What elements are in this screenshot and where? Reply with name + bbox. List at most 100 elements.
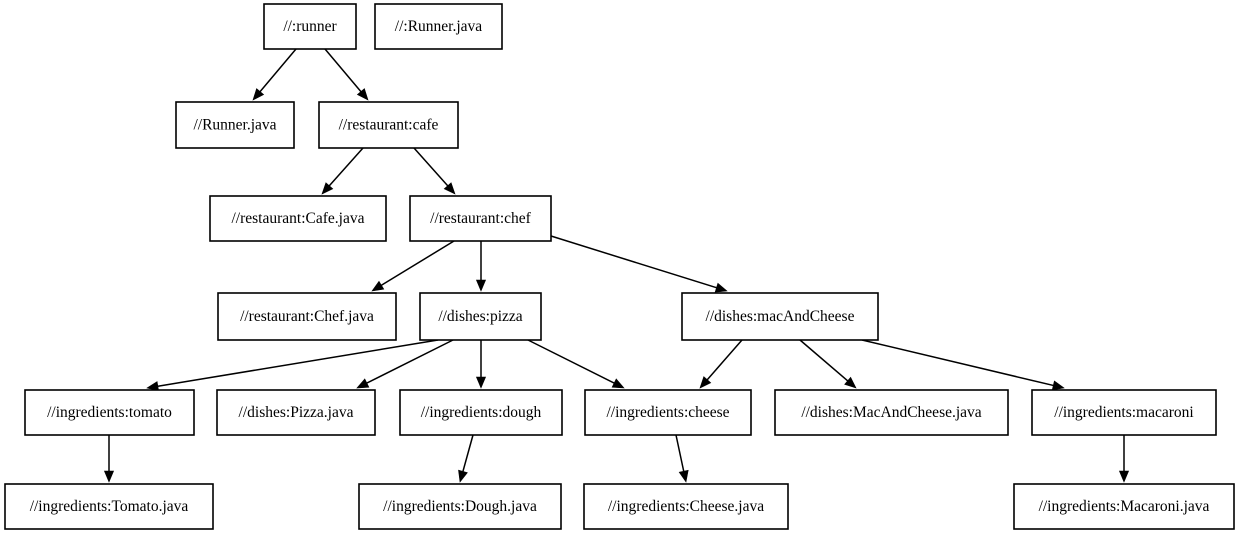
- node-box[interactable]: [774, 389, 1009, 436]
- edge-line: [799, 339, 849, 382]
- arrowhead-icon: [475, 376, 487, 389]
- graph-node-runner_java_root[interactable]: //:Runner.java: [374, 3, 503, 50]
- edge-runner-to-runner_java: [252, 48, 297, 101]
- arrowhead-icon: [844, 376, 857, 389]
- edge-dishes_pizza-to-ing_dough: [475, 340, 487, 389]
- graph-node-restaurant_cafe[interactable]: //restaurant:cafe: [318, 101, 459, 149]
- node-label: //ingredients:Tomato.java: [30, 498, 189, 515]
- node-label: //ingredients:cheese: [606, 404, 729, 421]
- edge-dishes_mac-to-mac_java: [799, 339, 857, 389]
- node-box[interactable]: [419, 292, 542, 341]
- edge-ing_dough-to-dough_java: [458, 434, 474, 483]
- edge-runner-to-restaurant_cafe: [324, 48, 369, 101]
- graph-node-macaroni_java[interactable]: //ingredients:Macaroni.java: [1013, 483, 1235, 530]
- edge-dishes_pizza-to-ing_cheese: [527, 339, 625, 389]
- graph-node-dough_java[interactable]: //ingredients:Dough.java: [358, 483, 562, 530]
- node-label: //:runner: [283, 18, 337, 35]
- node-label: //restaurant:chef: [430, 210, 532, 227]
- edge-dishes_pizza-to-ing_tomato: [146, 339, 439, 392]
- edge-line: [328, 147, 364, 187]
- edge-restaurant_cafe-to-restaurant_chef: [413, 147, 456, 195]
- graph-node-runner_java[interactable]: //Runner.java: [175, 101, 295, 149]
- edges-layer: [103, 48, 1130, 483]
- arrowhead-icon: [458, 469, 468, 483]
- graph-node-ing_dough[interactable]: //ingredients:dough: [399, 389, 563, 436]
- node-label: //dishes:macAndCheese: [706, 308, 855, 325]
- node-box[interactable]: [1013, 483, 1235, 530]
- edge-line: [675, 434, 685, 472]
- node-box[interactable]: [583, 483, 789, 530]
- edge-restaurant_chef-to-chef_java: [371, 240, 455, 292]
- graph-node-chef_java[interactable]: //restaurant:Chef.java: [217, 292, 397, 341]
- node-box[interactable]: [1031, 389, 1217, 436]
- arrowhead-icon: [678, 469, 689, 483]
- node-label: //dishes:MacAndCheese.java: [801, 404, 981, 421]
- graph-node-runner[interactable]: //:runner: [263, 3, 357, 50]
- graph-node-restaurant_chef[interactable]: //restaurant:chef: [409, 195, 552, 242]
- edge-dishes_mac-to-ing_macaroni: [861, 339, 1065, 391]
- node-label: //ingredients:macaroni: [1054, 404, 1194, 421]
- arrowhead-icon: [443, 182, 456, 195]
- arrowhead-icon: [371, 280, 385, 292]
- node-box[interactable]: [24, 389, 195, 436]
- graph-node-cheese_java[interactable]: //ingredients:Cheese.java: [583, 483, 789, 530]
- arrowhead-icon: [103, 470, 115, 483]
- node-box[interactable]: [681, 292, 879, 341]
- edge-line: [527, 339, 615, 384]
- edge-line: [259, 48, 297, 93]
- graph-node-mac_java[interactable]: //dishes:MacAndCheese.java: [774, 389, 1009, 436]
- edge-line: [324, 48, 362, 93]
- node-label: //ingredients:Cheese.java: [608, 498, 764, 515]
- node-label: //dishes:pizza: [438, 308, 522, 325]
- graph-node-ing_cheese[interactable]: //ingredients:cheese: [584, 389, 752, 436]
- node-box[interactable]: [263, 3, 357, 50]
- node-box[interactable]: [4, 483, 214, 530]
- arrowhead-icon: [356, 378, 370, 389]
- node-label: //restaurant:Chef.java: [240, 308, 374, 325]
- edge-line: [381, 240, 455, 286]
- node-box[interactable]: [409, 195, 552, 242]
- edge-line: [861, 339, 1054, 387]
- edge-ing_macaroni-to-macaroni_java: [1118, 435, 1130, 483]
- node-label: //restaurant:cafe: [339, 117, 439, 134]
- edge-line: [550, 235, 717, 289]
- node-box[interactable]: [175, 101, 295, 149]
- node-box[interactable]: [358, 483, 562, 530]
- node-label: //ingredients:Macaroni.java: [1039, 498, 1210, 515]
- arrowhead-icon: [1051, 380, 1065, 391]
- node-box[interactable]: [374, 3, 503, 50]
- edge-restaurant_chef-to-dishes_mac: [550, 235, 728, 293]
- node-label: //restaurant:Cafe.java: [232, 210, 365, 227]
- graph-node-dishes_pizza[interactable]: //dishes:pizza: [419, 292, 542, 341]
- node-box[interactable]: [217, 292, 397, 341]
- node-box[interactable]: [216, 389, 376, 436]
- edge-line: [413, 147, 449, 187]
- graph-node-pizza_java[interactable]: //dishes:Pizza.java: [216, 389, 376, 436]
- node-box[interactable]: [209, 195, 387, 242]
- arrowhead-icon: [475, 279, 487, 292]
- graph-node-dishes_mac[interactable]: //dishes:macAndCheese: [681, 292, 879, 341]
- node-label: //ingredients:tomato: [47, 404, 172, 421]
- graph-node-ing_macaroni[interactable]: //ingredients:macaroni: [1031, 389, 1217, 436]
- node-box[interactable]: [399, 389, 563, 436]
- edge-line: [366, 339, 454, 384]
- edge-restaurant_chef-to-dishes_pizza: [475, 241, 487, 292]
- node-box[interactable]: [584, 389, 752, 436]
- arrowhead-icon: [321, 182, 334, 195]
- node-label: //:Runner.java: [395, 18, 483, 35]
- node-label: //ingredients:Dough.java: [383, 498, 537, 515]
- edge-dishes_pizza-to-pizza_java: [356, 339, 454, 389]
- graph-node-tomato_java[interactable]: //ingredients:Tomato.java: [4, 483, 214, 530]
- graph-node-ing_tomato[interactable]: //ingredients:tomato: [24, 389, 195, 436]
- edge-line: [706, 339, 743, 381]
- graph-node-cafe_java[interactable]: //restaurant:Cafe.java: [209, 195, 387, 242]
- edge-line: [157, 339, 439, 387]
- arrowhead-icon: [611, 378, 625, 389]
- arrowhead-icon: [252, 88, 265, 101]
- arrowhead-icon: [356, 88, 369, 101]
- nodes-layer: //:runner //:Runner.java //Runner.java //re…: [4, 3, 1235, 530]
- edge-line: [462, 434, 474, 472]
- node-box[interactable]: [318, 101, 459, 149]
